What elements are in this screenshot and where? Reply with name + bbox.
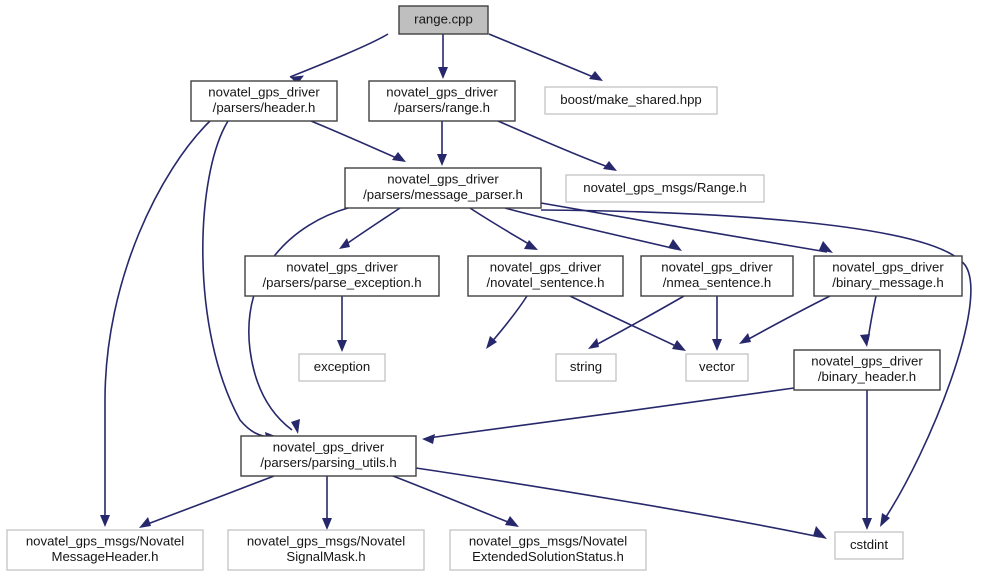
node-label: /parsers/parse_exception.h xyxy=(262,275,421,290)
node-box[interactable] xyxy=(793,349,941,391)
node-novatel_ext_solution_status_h[interactable]: novatel_gps_msgs/NovatelExtendedSolution… xyxy=(449,529,647,571)
node-box[interactable] xyxy=(368,80,516,122)
node-parsing_utils_h[interactable]: novatel_gps_driver/parsers/parsing_utils… xyxy=(240,435,417,477)
node-binary_header_h[interactable]: novatel_gps_driver/binary_header.h xyxy=(793,349,941,391)
node-box[interactable] xyxy=(6,529,204,571)
node-nmea_sentence_h[interactable]: novatel_gps_driver/nmea_sentence.h xyxy=(640,255,794,297)
edge-range_h-to-range_msg_h xyxy=(497,120,617,171)
node-box[interactable] xyxy=(244,255,440,297)
edge-nmea_sentence_h-to-string xyxy=(588,295,685,349)
node-label: novatel_gps_driver xyxy=(811,354,923,369)
node-label: novatel_gps_msgs/Novatel xyxy=(469,534,627,549)
edge-parsing_utils_h-to-novatel_message_header_h xyxy=(139,475,275,528)
node-header_h[interactable]: novatel_gps_driver/parsers/header.h xyxy=(190,80,338,122)
node-string[interactable]: string xyxy=(555,353,617,382)
edge-binary_header_h-to-cstdint xyxy=(862,390,872,530)
node-label: novatel_gps_msgs/Range.h xyxy=(583,180,747,195)
edge-binary_message_h-to-binary_header_h xyxy=(860,295,877,347)
node-parse_exception_h[interactable]: novatel_gps_driver/parsers/parse_excepti… xyxy=(244,255,440,297)
node-label: /parsers/parsing_utils.h xyxy=(260,455,396,470)
edge-range_cpp-to-range_h xyxy=(438,34,448,79)
node-box[interactable] xyxy=(298,353,386,382)
node-cstdint[interactable]: cstdint xyxy=(834,531,904,560)
node-label: novatel_gps_msgs/Novatel xyxy=(247,534,405,549)
node-box[interactable] xyxy=(640,255,794,297)
edge-message_parser_h-to-binary_message_h xyxy=(540,202,833,253)
node-label: /parsers/range.h xyxy=(394,100,490,115)
edge-nmea_sentence_h-to-vector xyxy=(712,296,722,351)
edge-parsing_utils_h-to-novatel_ext_solution_status_h xyxy=(392,475,519,527)
edge-novatel_sentence_h-to-vector xyxy=(569,295,686,351)
edge-range_h-to-message_parser_h xyxy=(437,121,447,166)
node-label: cstdint xyxy=(850,537,888,552)
node-box[interactable] xyxy=(685,353,749,382)
node-exception[interactable]: exception xyxy=(298,353,386,382)
edge-range_cpp-to-header_h xyxy=(289,33,389,84)
node-label: boost/make_shared.hpp xyxy=(560,92,702,107)
edge-message_parser_h-to-parsing_utils_h xyxy=(248,207,349,434)
node-label: ExtendedSolutionStatus.h xyxy=(472,549,624,564)
node-range_msg_h[interactable]: novatel_gps_msgs/Range.h xyxy=(565,174,765,203)
edge-parsing_utils_h-to-cstdint xyxy=(415,467,827,539)
node-box[interactable] xyxy=(398,5,489,35)
edge-range_cpp-to-make_shared_hpp xyxy=(488,33,603,81)
node-make_shared_hpp[interactable]: boost/make_shared.hpp xyxy=(544,86,718,115)
edge-message_parser_h-to-nmea_sentence_h xyxy=(504,207,682,251)
node-label: SignalMask.h xyxy=(286,549,365,564)
node-range_cpp[interactable]: range.cpp xyxy=(398,5,489,35)
edge-header_h-to-message_parser_h xyxy=(310,120,406,162)
edge-message_parser_h-to-novatel_sentence_h xyxy=(469,207,538,250)
edge-binary_header_h-to-parsing_utils_h xyxy=(422,387,795,444)
node-box[interactable] xyxy=(467,255,624,297)
node-message_parser_h[interactable]: novatel_gps_driver/parsers/message_parse… xyxy=(344,167,542,209)
node-label: /binary_header.h xyxy=(818,369,916,384)
node-label: range.cpp xyxy=(414,11,473,26)
node-label: /nmea_sentence.h xyxy=(663,275,772,290)
node-box[interactable] xyxy=(565,174,765,203)
edge-novatel_sentence_h-to-string xyxy=(486,295,528,349)
node-label: /parsers/message_parser.h xyxy=(363,187,523,202)
node-label: exception xyxy=(314,359,370,374)
node-label: string xyxy=(570,359,602,374)
edge-parse_exception_h-to-exception xyxy=(337,296,347,352)
node-vector[interactable]: vector xyxy=(685,353,749,382)
node-range_h[interactable]: novatel_gps_driver/parsers/range.h xyxy=(368,80,516,122)
node-novatel_sentence_h[interactable]: novatel_gps_driver/novatel_sentence.h xyxy=(467,255,624,297)
node-label: novatel_gps_driver xyxy=(386,85,498,100)
node-label: novatel_gps_driver xyxy=(286,260,398,275)
node-box[interactable] xyxy=(834,531,904,560)
node-layer: range.cpp novatel_gps_driver/parsers/head… xyxy=(6,5,963,571)
node-box[interactable] xyxy=(227,529,425,571)
node-label: novatel_gps_driver xyxy=(490,260,602,275)
node-box[interactable] xyxy=(813,255,963,297)
node-label: /parsers/header.h xyxy=(213,100,316,115)
edge-parsing_utils_h-to-novatel_signal_mask_h xyxy=(322,476,332,530)
node-label: novatel_gps_driver xyxy=(273,440,385,455)
node-binary_message_h[interactable]: novatel_gps_driver/binary_message.h xyxy=(813,255,963,297)
node-label: novatel_gps_driver xyxy=(832,260,944,275)
node-label: /binary_message.h xyxy=(832,275,943,290)
node-label: /novatel_sentence.h xyxy=(486,275,604,290)
edge-header_h-to-novatel_message_header_h xyxy=(100,120,211,527)
node-label: novatel_gps_msgs/Novatel xyxy=(26,534,184,549)
edge-binary_message_h-to-vector xyxy=(739,295,831,344)
edge-layer xyxy=(100,33,972,539)
node-label: vector xyxy=(699,359,736,374)
node-box[interactable] xyxy=(555,353,617,382)
node-label: MessageHeader.h xyxy=(51,549,158,564)
node-box[interactable] xyxy=(240,435,417,477)
node-box[interactable] xyxy=(190,80,338,122)
node-label: novatel_gps_driver xyxy=(387,172,499,187)
node-box[interactable] xyxy=(449,529,647,571)
node-box[interactable] xyxy=(544,86,718,115)
node-label: novatel_gps_driver xyxy=(661,260,773,275)
node-label: novatel_gps_driver xyxy=(208,85,320,100)
node-box[interactable] xyxy=(344,167,542,209)
edge-message_parser_h-to-parse_exception_h xyxy=(339,207,401,249)
